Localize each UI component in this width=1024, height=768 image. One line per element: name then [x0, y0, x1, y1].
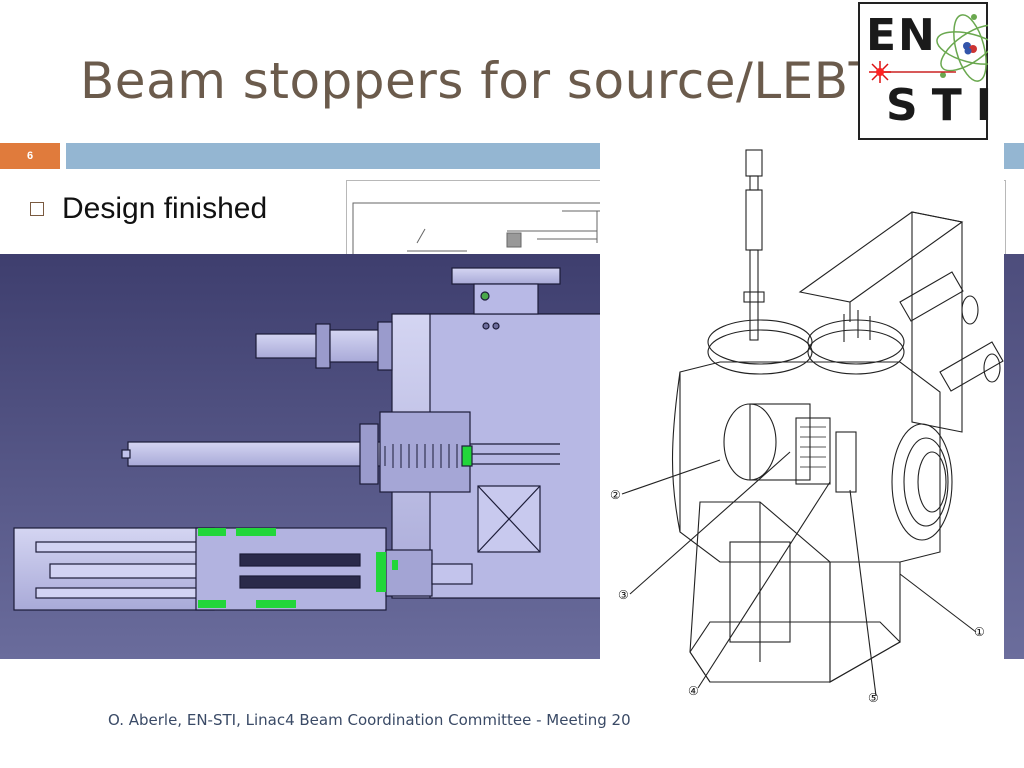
- slide-number: 6: [0, 143, 60, 169]
- cad-background-edge: [1004, 254, 1024, 659]
- bullet-square-icon: [30, 202, 44, 216]
- cad-section-view: [0, 254, 604, 659]
- callout-1: ①: [974, 625, 985, 639]
- callout-5: ⑤: [868, 691, 879, 705]
- isometric-drawing: ② ③ ④ ⑤ ①: [600, 142, 1004, 716]
- slide-title: Beam stoppers for source/LEBT: [80, 52, 880, 110]
- bullet-text: Design finished: [62, 192, 268, 225]
- callout-3: ③: [618, 588, 629, 602]
- callout-2: ②: [610, 488, 621, 502]
- en-sti-logo: EN STI: [858, 2, 992, 140]
- slide-footer: O. Aberle, EN-STI, Linac4 Beam Coordinat…: [108, 711, 631, 729]
- atom-icon: [869, 14, 988, 83]
- bullet-item: Design finished: [30, 192, 267, 226]
- callout-4: ④: [688, 684, 699, 698]
- logo-text-en: EN: [866, 10, 937, 61]
- logo-text-sti: STI: [886, 80, 1007, 131]
